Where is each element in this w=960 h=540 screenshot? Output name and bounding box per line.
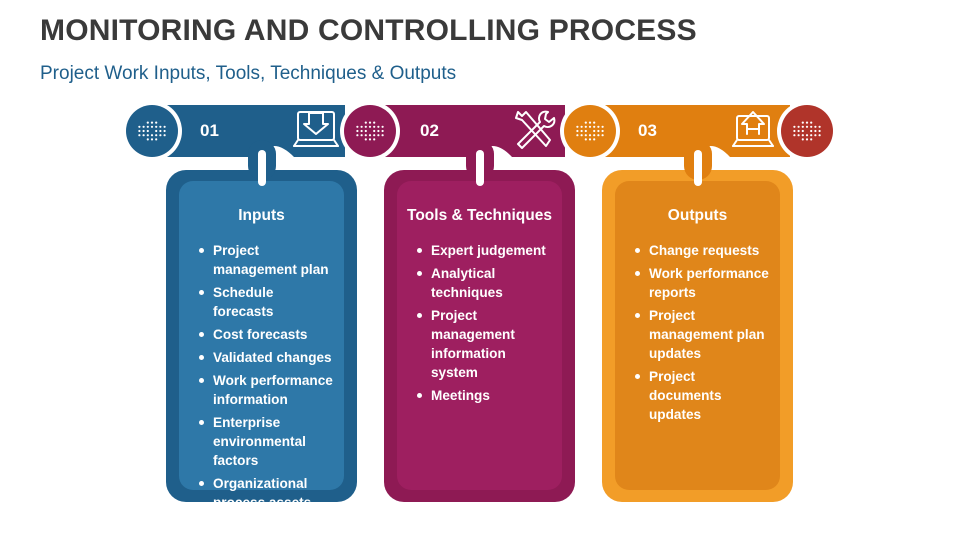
card-title-outputs: Outputs bbox=[667, 207, 728, 224]
page-subtitle: Project Work Inputs, Tools, Techniques &… bbox=[40, 63, 457, 84]
list-item: Change requests bbox=[635, 241, 770, 260]
dots-badge-red bbox=[777, 101, 837, 161]
card-title-inputs: Inputs bbox=[238, 207, 285, 224]
list-item: Schedule forecasts bbox=[199, 283, 334, 321]
list-item: Work performance information bbox=[199, 371, 334, 409]
dots-badge-orange bbox=[560, 101, 620, 161]
step-number-01: 01 bbox=[200, 121, 219, 140]
list-item: Expert judgement bbox=[417, 241, 552, 260]
card-title-tools-techniques: Tools & Techniques bbox=[407, 207, 552, 224]
page-title: MONITORING AND CONTROLLING PROCESS bbox=[40, 14, 697, 47]
card-inner-outputs bbox=[615, 181, 780, 490]
banner-segment-01 bbox=[140, 105, 345, 157]
list-item: Validated changes bbox=[199, 348, 334, 367]
list-item: Project management plan bbox=[199, 241, 334, 279]
list-item: Enterprise environmental factors bbox=[199, 413, 334, 470]
list-item: Work performance reports bbox=[635, 264, 770, 302]
download-tray-icon bbox=[293, 111, 339, 147]
step-number-02: 02 bbox=[420, 121, 439, 140]
list-item: Cost forecasts bbox=[199, 325, 334, 344]
dots-badge-purple bbox=[340, 101, 400, 161]
connector-03 bbox=[684, 140, 712, 186]
card-inner-tools bbox=[397, 181, 562, 490]
list-item: Analytical techniques bbox=[417, 264, 552, 302]
list-item: Project management information system bbox=[417, 306, 552, 382]
banner-segment-03 bbox=[585, 105, 790, 157]
dots-badge-blue bbox=[122, 101, 182, 161]
card-inner-inputs bbox=[179, 181, 344, 490]
list-item: Project management plan updates bbox=[635, 306, 770, 363]
list-item: Meetings bbox=[417, 386, 552, 405]
connector-02 bbox=[466, 140, 494, 186]
list-item: Project documents updates bbox=[635, 367, 770, 424]
upload-tray-icon bbox=[732, 111, 774, 147]
list-item: Organizational process assets bbox=[199, 474, 334, 512]
step-number-03: 03 bbox=[638, 121, 657, 140]
tools-icon bbox=[515, 110, 556, 149]
connector-01 bbox=[248, 140, 276, 186]
